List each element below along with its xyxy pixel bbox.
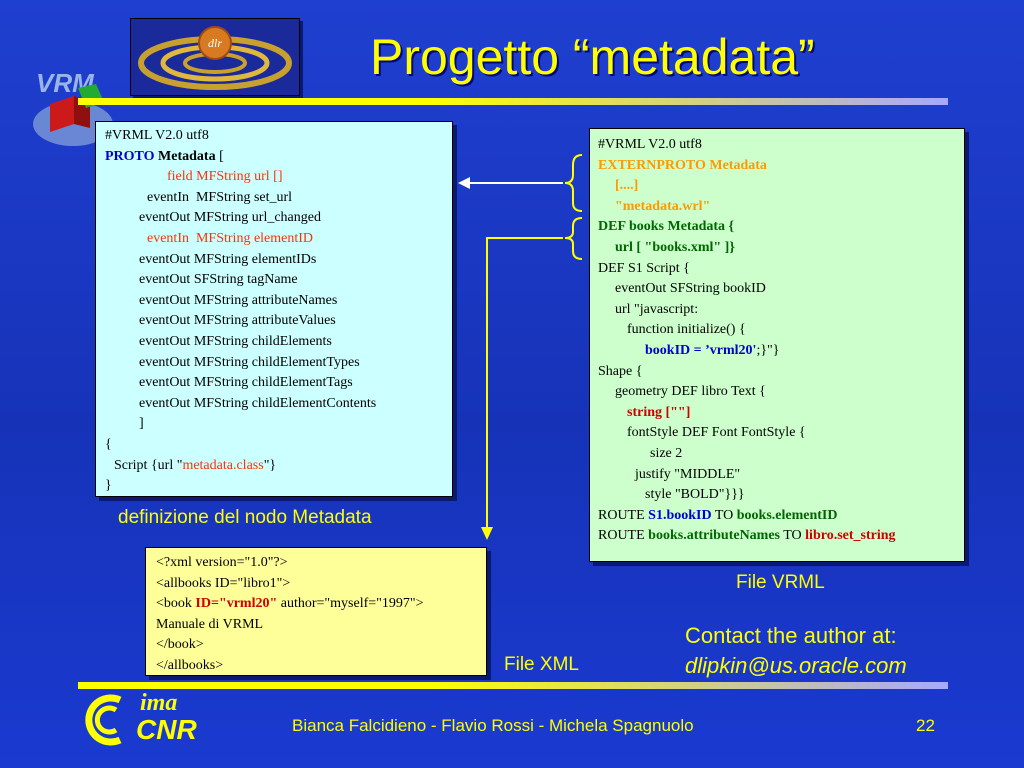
code-text: ROUTE xyxy=(598,507,649,523)
footer-authors: Bianca Falcidieno - Flavio Rossi - Miche… xyxy=(292,716,694,735)
code-text: books.attributeNames xyxy=(648,528,781,544)
code-text: ROUTE xyxy=(598,528,649,544)
code-line: { xyxy=(105,436,112,452)
code-line: <allbooks ID="libro1"> xyxy=(156,575,291,591)
vrml-file-box: #VRML V2.0 utf8 EXTERNPROTO Metadata [..… xyxy=(589,128,965,562)
contact-label: Contact the author at: xyxy=(685,623,897,648)
code-text: metadata.class xyxy=(182,457,264,473)
dlr-rings-logo-icon: dlr xyxy=(138,26,292,90)
code-text: TO xyxy=(780,528,806,544)
code-line: Shape { xyxy=(598,363,643,379)
vrml-caption: File VRML xyxy=(736,572,825,593)
page-number: 22 xyxy=(916,716,935,735)
vrml-logo-icon: VRM xyxy=(33,68,113,146)
code-line: ROUTE S1.bookID TO books.elementID xyxy=(598,506,964,527)
code-text: ID="vrml20" xyxy=(195,596,278,612)
code-line: EXTERNPROTO Metadata xyxy=(598,157,767,173)
code-text: [ xyxy=(215,148,224,164)
code-line: string [""] xyxy=(627,404,691,420)
code-text: <book xyxy=(156,596,196,612)
code-line: function initialize() { xyxy=(627,322,746,338)
code-line: bookID = ’vrml20';}"} xyxy=(598,341,964,362)
code-line: eventOut MFString childElementTags xyxy=(139,375,353,391)
code-text: TO xyxy=(711,507,737,523)
contact-email[interactable]: dlipkin@us.oracle.com xyxy=(685,653,907,678)
code-line: PROTO Metadata [ xyxy=(105,147,452,168)
code-line: Script {url "metadata.class"} xyxy=(105,456,452,477)
code-text: S1.bookID xyxy=(648,507,712,523)
code-line: url "javascript: xyxy=(615,301,699,317)
code-line: field MFString url [] xyxy=(167,169,283,185)
code-line: eventOut MFString url_changed xyxy=(139,210,321,226)
code-line: </book> xyxy=(156,637,204,653)
code-line: #VRML V2.0 utf8 xyxy=(598,137,702,152)
code-text: Metadata xyxy=(154,148,216,164)
cnr-logo-text: CNR xyxy=(136,714,197,745)
xml-caption: File XML xyxy=(504,654,579,675)
code-line: eventOut MFString childElementTypes xyxy=(139,354,360,370)
code-line: ] xyxy=(139,416,144,432)
code-line: </allbooks> xyxy=(156,657,224,673)
code-line: eventOut MFString attributeValues xyxy=(139,313,336,329)
code-text: libro.set_string xyxy=(805,528,896,544)
code-line: #VRML V2.0 utf8 xyxy=(105,128,209,143)
code-line: eventOut SFString tagName xyxy=(139,272,298,288)
code-line: eventIn MFString elementID xyxy=(147,230,314,246)
arrow-to-xml-line xyxy=(486,237,563,528)
code-line: } xyxy=(105,478,112,494)
code-line: ROUTE books.attributeNames TO libro.set_… xyxy=(598,526,964,547)
brace-externproto xyxy=(564,154,583,212)
code-line: eventOut SFString bookID xyxy=(615,281,766,297)
code-line: style "BOLD"}}} xyxy=(645,487,745,503)
ima-logo-text: ima xyxy=(140,690,178,716)
proto-caption: definizione del nodo Metadata xyxy=(118,507,372,528)
code-line: "metadata.wrl" xyxy=(615,198,711,214)
code-line: <book ID="vrml20" author="myself="1997"> xyxy=(156,594,486,615)
code-text: books.elementID xyxy=(736,507,838,523)
code-text: "} xyxy=(263,457,277,473)
code-line: Manuale di VRML xyxy=(156,616,264,632)
dlr-logo: dlr xyxy=(130,18,300,96)
code-line: eventOut MFString attributeNames xyxy=(139,292,338,308)
code-line: geometry DEF libro Text { xyxy=(615,384,766,400)
keyword: PROTO xyxy=(105,148,155,164)
code-line: [....] xyxy=(615,178,639,194)
svg-text:dlr: dlr xyxy=(208,36,222,50)
code-line: eventIn MFString set_url xyxy=(147,189,293,205)
code-text: author="myself="1997"> xyxy=(277,596,424,612)
page-title: Progetto “metadata” xyxy=(370,29,815,85)
code-line: eventOut MFString childElements xyxy=(139,333,332,349)
code-line: DEF books Metadata { xyxy=(598,219,735,235)
code-line: eventOut MFString elementIDs xyxy=(139,251,317,267)
vrml-logo: VRM xyxy=(28,62,118,152)
code-text: Script {url " xyxy=(114,457,183,473)
top-divider xyxy=(78,98,948,105)
code-line: eventOut MFString childElementContents xyxy=(139,395,377,411)
code-line: size 2 xyxy=(650,445,683,461)
arrow-to-proto-head xyxy=(458,177,470,189)
cnr-logo-icon xyxy=(85,694,122,746)
bottom-divider xyxy=(78,682,948,689)
code-text: bookID = ’vrml20' xyxy=(645,342,757,358)
code-line: DEF S1 Script { xyxy=(598,260,690,276)
ima-cnr-logo: ima CNR xyxy=(80,690,210,750)
xml-file-box: <?xml version="1.0"?> <allbooks ID="libr… xyxy=(145,547,487,676)
proto-definition-box: #VRML V2.0 utf8 PROTO Metadata [ field M… xyxy=(95,121,453,497)
brace-def-books xyxy=(564,217,583,260)
arrow-to-xml-head xyxy=(481,527,493,540)
code-line: url [ "books.xml" ]} xyxy=(615,239,735,255)
code-line: fontStyle DEF Font FontStyle { xyxy=(627,425,806,441)
code-line: <?xml version="1.0"?> xyxy=(156,555,288,570)
code-line: justify "MIDDLE" xyxy=(635,466,741,482)
code-text: ;}"} xyxy=(756,342,780,358)
